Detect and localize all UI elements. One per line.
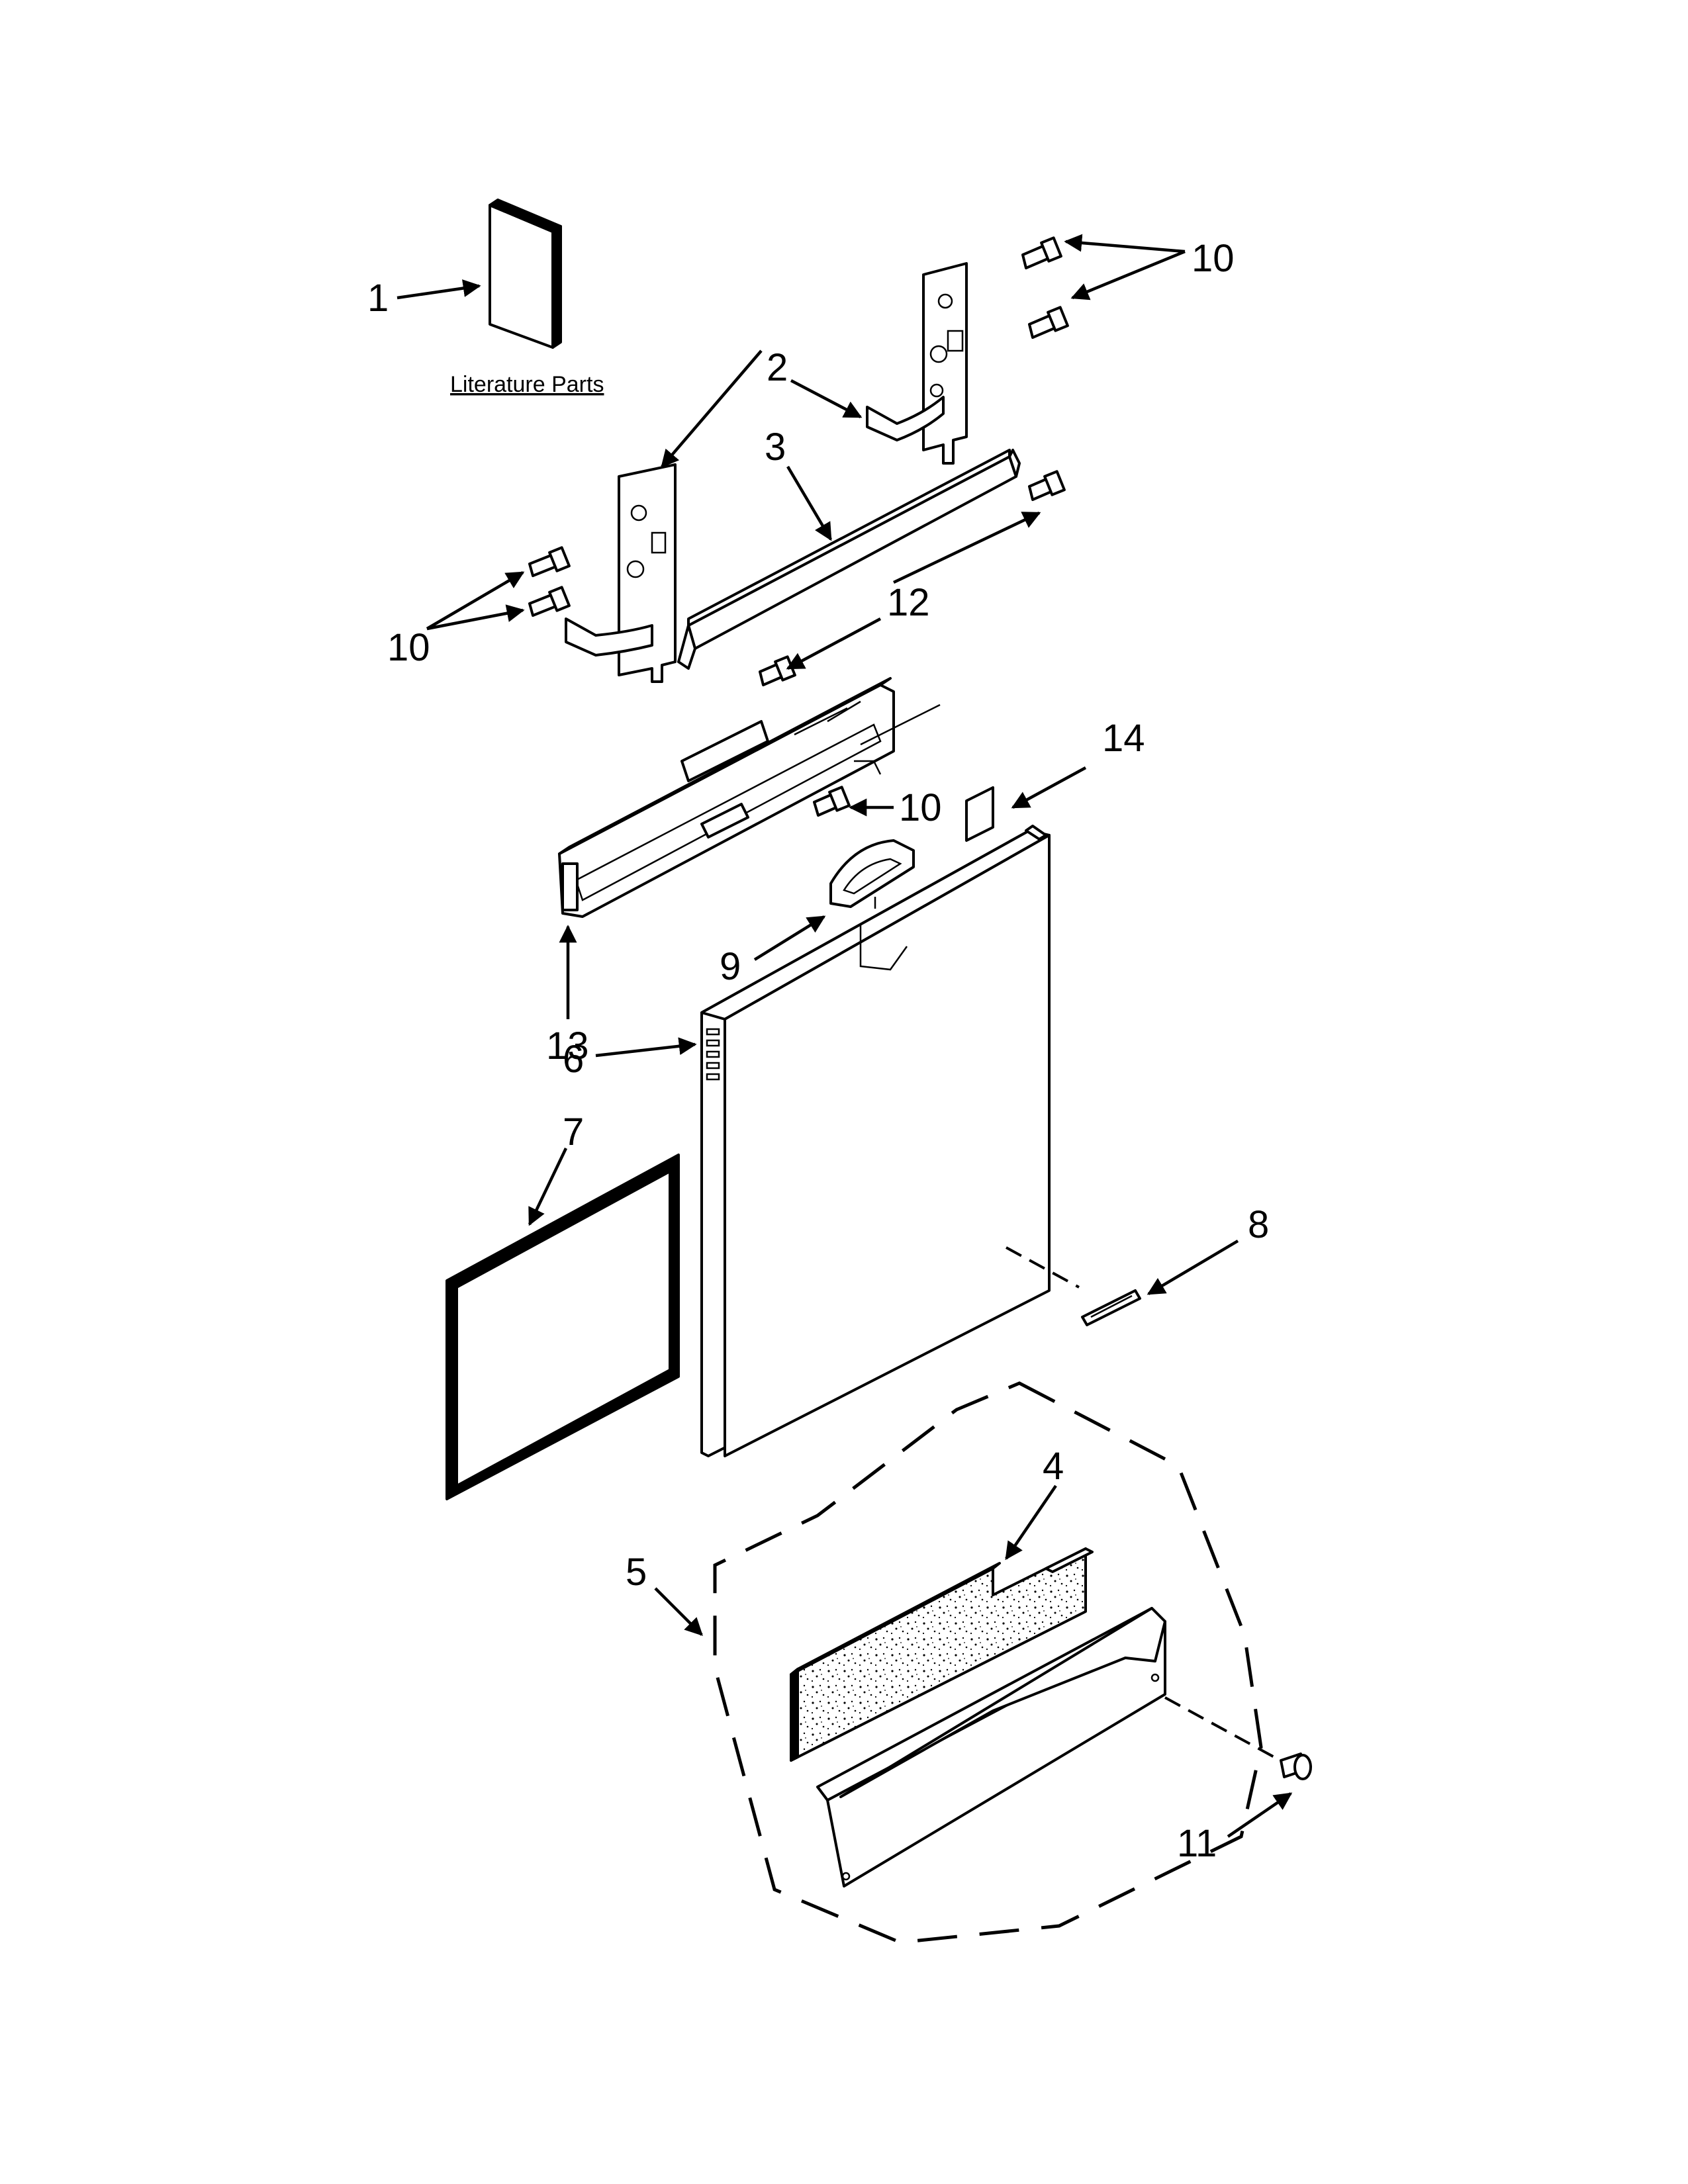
callout-7: 7 [563, 1111, 584, 1154]
leader-2b [790, 379, 863, 418]
leader-2a [661, 349, 763, 469]
control-console [558, 677, 941, 918]
leader-10b [1070, 250, 1186, 300]
leader-6 [595, 1037, 697, 1058]
hinge-bracket-left [565, 463, 677, 683]
leader-10d [426, 604, 525, 631]
callout-14: 14 [1102, 717, 1145, 760]
leader-4 [1005, 1484, 1057, 1561]
leader-12a [893, 511, 1041, 584]
door-handle [829, 839, 915, 908]
toe-panel-screw [1280, 1752, 1312, 1780]
callout-10-mid: 10 [899, 786, 942, 829]
callout-10-top: 10 [1192, 237, 1235, 280]
callout-5: 5 [626, 1551, 647, 1594]
callout-8: 8 [1248, 1203, 1269, 1246]
toe-panel [816, 1607, 1166, 1888]
leader-12b [786, 617, 882, 670]
callout-6: 6 [563, 1038, 584, 1081]
leader-8 [1147, 1240, 1239, 1295]
literature-booklet [489, 199, 562, 349]
screw-left-2 [528, 586, 571, 617]
kit-boundary-outline [713, 1381, 1263, 1944]
toe-screw-alignment-line [1164, 1696, 1275, 1758]
screw-brace-left [759, 655, 796, 686]
insulation-pad [790, 1547, 1094, 1762]
callout-9: 9 [720, 945, 741, 988]
screw-top-1 [1021, 236, 1062, 269]
screw-left-1 [528, 546, 571, 577]
top-brace-channel [677, 449, 1021, 670]
leader-3 [786, 465, 832, 541]
door-vent-slots [706, 1028, 720, 1081]
screw-middle [813, 786, 851, 817]
small-pad [965, 786, 994, 842]
callout-1: 1 [367, 277, 389, 320]
nameplate-alignment-line [1006, 1246, 1080, 1289]
callout-3: 3 [765, 426, 786, 469]
screw-top-2 [1028, 306, 1069, 339]
nameplate-badge [1081, 1289, 1141, 1326]
hinge-bracket-right [866, 262, 968, 465]
callout-11: 11 [1177, 1822, 1217, 1865]
callout-12: 12 [887, 581, 930, 624]
leader-9 [753, 915, 826, 961]
literature-parts-caption: Literature Parts [450, 372, 604, 397]
leader-5 [654, 1587, 703, 1636]
callout-4: 4 [1043, 1445, 1064, 1488]
leader-11 [1227, 1792, 1293, 1838]
door-panel [700, 825, 1051, 1457]
door-gasket [445, 1154, 680, 1500]
callout-13: 13 [546, 1024, 589, 1068]
leader-1 [397, 279, 481, 300]
callout-10-left: 10 [387, 626, 430, 669]
leader-10a [1064, 234, 1186, 253]
screw-brace-right [1028, 470, 1066, 501]
leader-7 [528, 1148, 568, 1226]
leader-10c [426, 571, 525, 630]
callout-2: 2 [767, 346, 788, 389]
leader-14 [1011, 766, 1087, 809]
